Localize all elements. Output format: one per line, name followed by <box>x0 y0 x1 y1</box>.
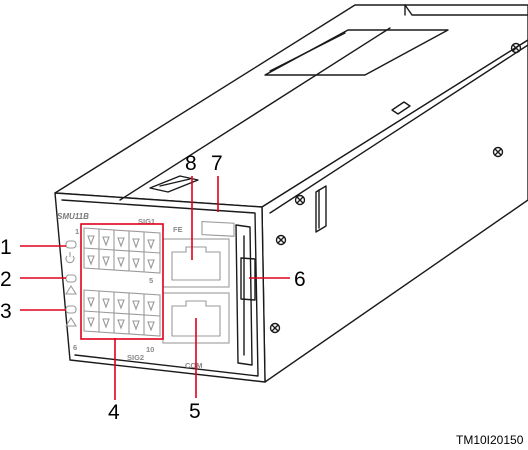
pin1-label: 1 <box>75 227 79 236</box>
ejector-lever <box>235 224 256 366</box>
callout-2: 2 <box>0 268 12 291</box>
callout-3: 3 <box>0 300 12 323</box>
callout-8: 8 <box>185 152 197 175</box>
callout-4: 4 <box>108 401 120 424</box>
callout-5: 5 <box>189 400 201 423</box>
com-label: COM <box>185 361 203 370</box>
sig2-label: SIG2 <box>127 353 144 362</box>
callout-6: 6 <box>294 268 306 291</box>
pin10-label: 10 <box>146 345 154 354</box>
model-label: SMU11B <box>57 212 89 221</box>
callout-leaders <box>20 176 290 400</box>
sig1-label: SIG1 <box>138 217 155 226</box>
sig1-terminal-block <box>83 227 161 274</box>
callout-7: 7 <box>211 152 223 175</box>
sig2-terminal-block <box>83 289 161 337</box>
led-run <box>65 240 77 264</box>
fe-port <box>162 238 230 288</box>
reset-button <box>201 221 235 237</box>
faceplate-details: SMU11B SIG1 FE SIG2 COM 1 5 6 10 <box>57 212 256 370</box>
pin5-label: 5 <box>149 276 153 285</box>
fe-label: FE <box>173 225 183 234</box>
callout-1: 1 <box>0 236 12 259</box>
terminal-highlight-box <box>80 223 164 340</box>
pin6-label: 6 <box>73 343 77 352</box>
figure-id: TM10I20150 <box>456 433 524 447</box>
callout-numbers: 1 2 3 4 5 6 7 8 <box>0 152 306 424</box>
